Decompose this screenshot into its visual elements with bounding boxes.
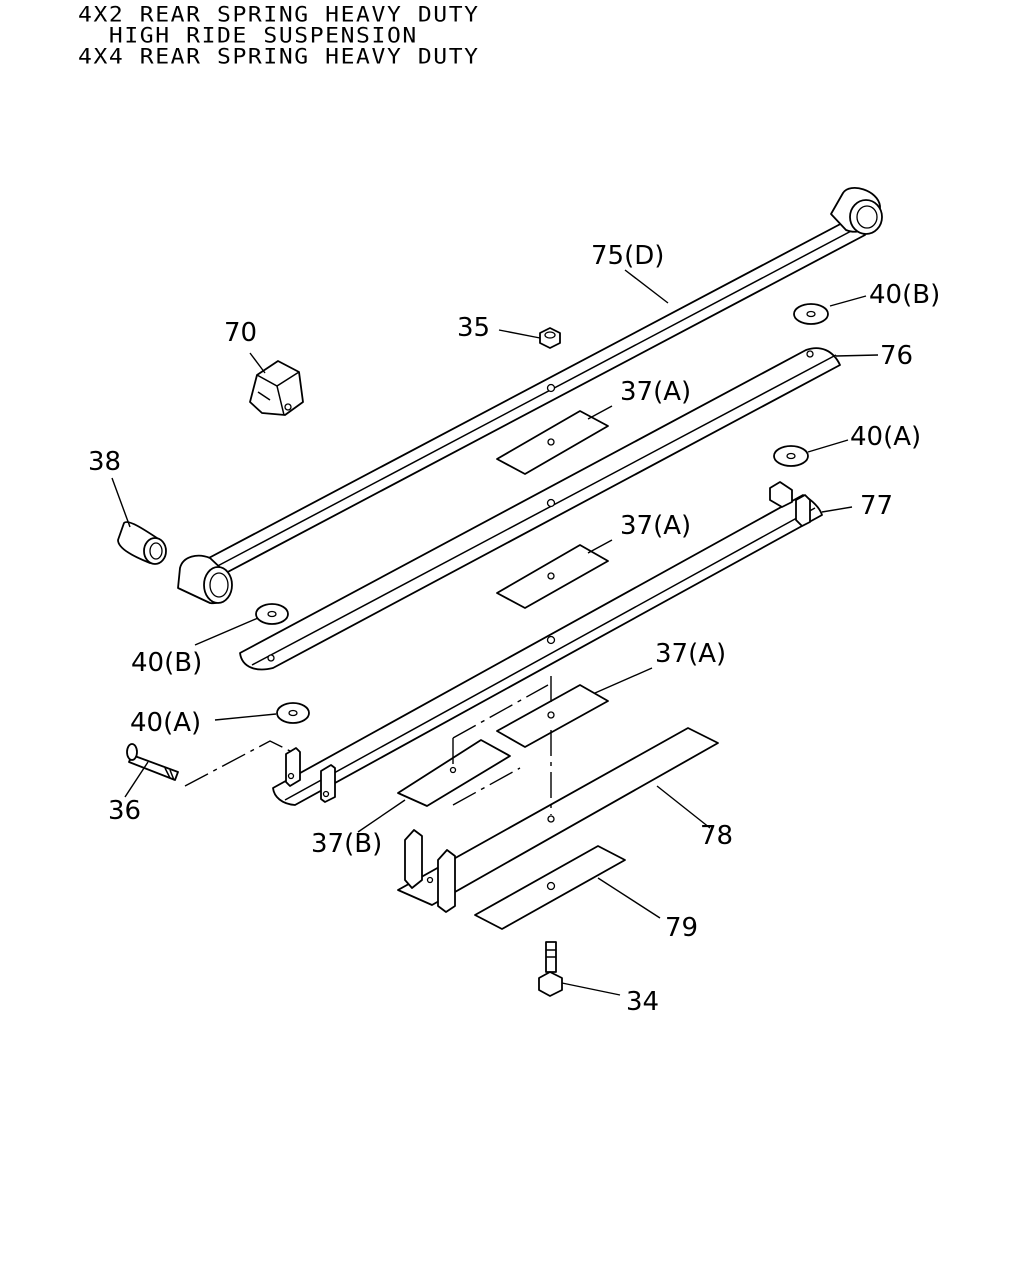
- label-37a-3: 37(A): [655, 639, 726, 669]
- label-35: 35: [457, 313, 490, 343]
- rear-eye: [177, 554, 233, 605]
- washer-40b-top: [793, 303, 829, 325]
- label-34: 34: [626, 987, 659, 1017]
- center-bolt-34: [538, 941, 563, 997]
- nut-35: [539, 327, 561, 349]
- shim-37a-3: [496, 684, 609, 748]
- label-40b-left: 40(B): [131, 648, 202, 678]
- label-75d: 75(D): [591, 241, 664, 271]
- label-76: 76: [880, 341, 913, 371]
- label-37b: 37(B): [311, 829, 382, 859]
- label-70: 70: [224, 318, 257, 348]
- label-40b-top: 40(B): [869, 280, 940, 310]
- leader-lines: [111, 269, 879, 996]
- leaf-76: [239, 347, 841, 671]
- callout-labels: 75(D) 40(B) 35 70 76 37(A) 40(A) 38 77 3…: [88, 241, 940, 1017]
- washer-40a-top: [773, 445, 809, 467]
- title-line-3: 4X4 REAR SPRING HEAVY DUTY: [78, 45, 480, 70]
- label-79: 79: [665, 913, 698, 943]
- title-line-2: HIGH RIDE SUSPENSION: [78, 24, 418, 49]
- label-40a-top: 40(A): [850, 422, 921, 452]
- label-37a-2: 37(A): [620, 511, 691, 541]
- leaf-77: [272, 481, 823, 806]
- bolt-36: [126, 743, 179, 781]
- plate-78: [397, 727, 719, 913]
- label-37a-1: 37(A): [620, 377, 691, 407]
- main-leaf-75d: [177, 187, 883, 605]
- center-lines: [184, 676, 552, 815]
- shim-37a-2: [496, 544, 609, 609]
- label-38: 38: [88, 447, 121, 477]
- bump-stopper-70: [249, 360, 304, 416]
- title-line-1: 4X2 REAR SPRING HEAVY DUTY: [78, 3, 480, 28]
- label-78: 78: [700, 821, 733, 851]
- label-36: 36: [108, 796, 141, 826]
- bushing-38: [117, 521, 167, 565]
- shim-37a-1: [496, 410, 609, 475]
- front-eye: [830, 187, 883, 235]
- washer-40b-left: [255, 603, 289, 625]
- shim-37b: [397, 739, 511, 807]
- label-40a-left: 40(A): [130, 708, 201, 738]
- washer-40a-left: [276, 702, 310, 724]
- label-77: 77: [860, 491, 893, 521]
- diagram-title: 4X2 REAR SPRING HEAVY DUTY HIGH RIDE SUS…: [78, 3, 480, 70]
- pad-79: [474, 845, 626, 930]
